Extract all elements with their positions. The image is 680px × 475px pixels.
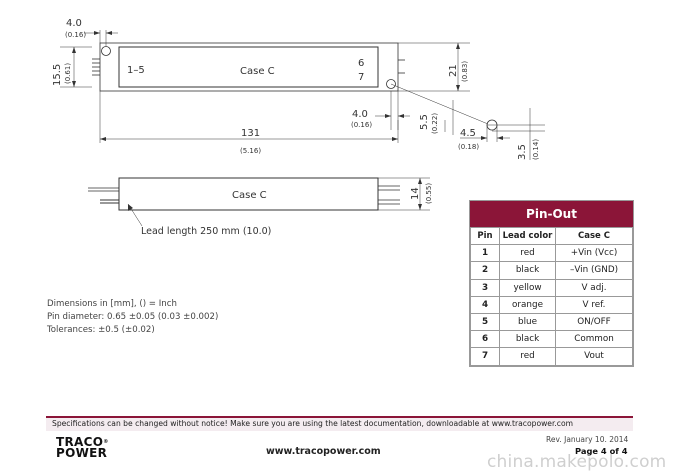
dim-thickness: 14: [410, 187, 421, 200]
dim-overall-height-inch: (0.83): [461, 61, 469, 82]
header-pin: Pin: [470, 226, 500, 246]
dim-length-inch: (5.16): [240, 147, 261, 155]
dim-height-inch: (0.61): [64, 63, 72, 84]
pinout-title: Pin-Out: [470, 201, 633, 227]
logo-line2: POWER: [56, 446, 108, 460]
dim-thickness-inch: (0.55): [425, 183, 433, 204]
table-row: 6 black Common: [470, 330, 633, 349]
table-row: 5 blue ON/OFF: [470, 312, 633, 332]
lead-color: black: [499, 330, 556, 349]
dim-right-offset-inch: (0.16): [351, 121, 372, 129]
dim-hole-dia-inch: (0.18): [458, 143, 479, 151]
pin-7-label: 7: [358, 72, 364, 83]
table-row: 4 orange V ref.: [470, 295, 633, 314]
pinout-table: Pin-Out Pin Lead color Case C 1 red +Vin…: [469, 200, 634, 367]
note-pin-diameter: Pin diameter: 0.65 ±0.05 (0.03 ±0.002): [47, 312, 219, 322]
page-number: Page 4 of 4: [575, 446, 628, 456]
lead-color: yellow: [499, 278, 556, 297]
dim-mount-offset: 4.0: [66, 18, 82, 29]
lead-length-note: Lead length 250 mm (10.0): [141, 226, 271, 237]
lead-color: blue: [499, 312, 556, 332]
dim-overall-height: 21: [448, 64, 459, 77]
traco-power-logo: TRACO® POWER: [56, 435, 109, 460]
lead-color: red: [499, 347, 556, 366]
lead-color: red: [499, 244, 556, 263]
website-link[interactable]: www.tracopower.com: [266, 446, 381, 457]
pin-number: 1: [470, 244, 500, 263]
dim-hole-dia: 4.5: [460, 128, 476, 139]
pin-function: Common: [555, 330, 633, 349]
pin-number: 2: [470, 261, 500, 280]
pin-function: V adj.: [555, 278, 633, 297]
header-lead-color: Lead color: [499, 226, 556, 246]
pin-function: –Vin (GND): [555, 261, 633, 280]
footer-disclaimer-bar: Specifications can be changed without no…: [46, 416, 633, 431]
pin-number: 5: [470, 312, 500, 332]
case-label-top: Case C: [240, 66, 275, 77]
case-body-top: [118, 46, 379, 88]
dim-right-offset: 4.0: [352, 109, 368, 120]
dimension-notes: Dimensions in [mm], () = Inch Pin diamet…: [47, 298, 218, 337]
case-body-side: [118, 177, 379, 211]
left-pins: [92, 58, 100, 76]
table-row: 3 yellow V adj.: [470, 278, 633, 297]
header-case: Case C: [555, 226, 633, 246]
pin-function: +Vin (Vcc): [555, 244, 633, 263]
case-label-side: Case C: [232, 190, 267, 201]
pinout-grid: Pin Lead color Case C 1 red +Vin (Vcc) 2…: [470, 226, 633, 366]
disclaimer-text: Specifications can be changed without no…: [52, 419, 574, 428]
left-pins-label: 1–5: [127, 65, 145, 76]
lead-color: black: [499, 261, 556, 280]
pin-number: 4: [470, 295, 500, 314]
mechanical-drawing: 4.0 (0.16) 1–5 Case C 6 7 15.5 (0.61) 21…: [52, 18, 545, 237]
revision-date: Rev. January 10. 2014: [546, 435, 629, 444]
dim-height: 15.5: [52, 64, 63, 86]
note-units: Dimensions in [mm], () = Inch: [47, 299, 177, 309]
dim-hole-y: 5.5: [419, 114, 430, 130]
dim-mount-offset-inch: (0.16): [65, 31, 86, 39]
dim-length: 131: [241, 128, 260, 139]
note-tolerances: Tolerances: ±0.5 (±0.02): [47, 325, 155, 335]
right-pins: [398, 59, 405, 74]
table-row: 7 red Vout: [470, 347, 633, 366]
lead-color: orange: [499, 295, 556, 314]
pin-function: V ref.: [555, 295, 633, 314]
pin-function: ON/OFF: [555, 312, 633, 332]
logo-line1: TRACO: [56, 435, 104, 449]
pin-number: 3: [470, 278, 500, 297]
dim-hole-r: 3.5: [517, 144, 528, 160]
pin-6-label: 6: [358, 58, 364, 69]
watermark: china.makepolo.com: [487, 452, 667, 472]
pin-number: 7: [470, 347, 500, 366]
table-row: 1 red +Vin (Vcc): [470, 244, 633, 263]
pin-function: Vout: [555, 347, 633, 366]
pin-number: 6: [470, 330, 500, 349]
dim-hole-r-inch: (0.14): [532, 139, 540, 160]
table-row: 2 black –Vin (GND): [470, 261, 633, 280]
mount-hole-left: [101, 46, 111, 56]
pinout-header-row: Pin Lead color Case C: [470, 226, 633, 246]
logo-registered: ®: [103, 439, 109, 445]
dim-hole-y-inch: (0.22): [431, 113, 439, 134]
